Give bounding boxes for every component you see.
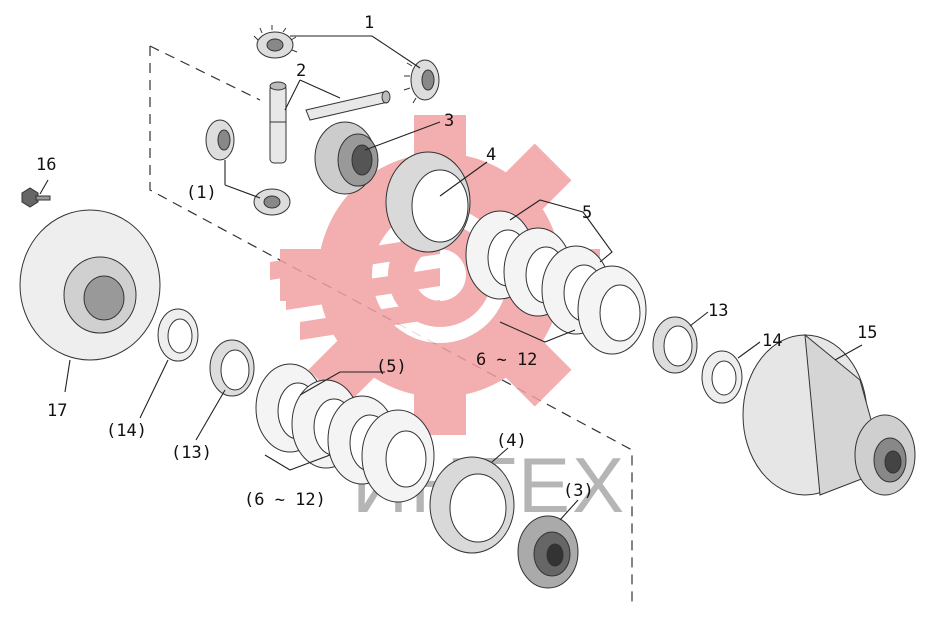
shim-left: [209, 339, 255, 397]
side-gear-upper: [314, 121, 379, 195]
thrust-washer-right: [701, 350, 743, 404]
label-2: 2: [296, 61, 306, 81]
label-p1: (1): [186, 183, 217, 203]
label-p13: (13): [171, 443, 212, 463]
label-6-12: 6 ~ 12: [476, 350, 537, 370]
label-17: 17: [47, 401, 67, 421]
label-13: 13: [708, 301, 728, 321]
label-1: 1: [364, 13, 374, 33]
clutch-plates-upper: [465, 210, 647, 355]
differential-case-15: [742, 333, 916, 496]
clutch-ring-lower: [429, 456, 515, 554]
label-p3: (3): [563, 481, 594, 501]
side-gear-lower: [517, 515, 579, 589]
part-labels: 1 2 3 4 5 6 ~ 12 13 14 15 16 17 (1) (3) …: [36, 13, 877, 510]
spider-gear-bottom: [253, 188, 291, 216]
bolt-16: [21, 187, 51, 208]
flange-case-17: [19, 209, 161, 361]
spider-gear-top: [253, 25, 298, 59]
shim-right: [652, 316, 698, 374]
spider-gear-left: [205, 119, 235, 161]
label-p4: (4): [496, 431, 527, 451]
label-5: 5: [582, 203, 592, 223]
clutch-ring-upper: [385, 151, 471, 253]
label-4: 4: [486, 145, 496, 165]
label-p6-12: (6 ~ 12): [244, 490, 326, 510]
spider-gear-right: [403, 59, 440, 104]
label-p5: (5): [376, 357, 407, 377]
thrust-washer-left: [157, 308, 199, 362]
label-15: 15: [857, 323, 877, 343]
label-p14: (14): [106, 421, 147, 441]
leader-lines: [39, 35, 863, 521]
clutch-plates-lower: [255, 363, 435, 503]
cross-pins: [269, 81, 391, 164]
label-16: 16: [36, 155, 56, 175]
label-3: 3: [444, 111, 454, 131]
label-14: 14: [762, 331, 782, 351]
